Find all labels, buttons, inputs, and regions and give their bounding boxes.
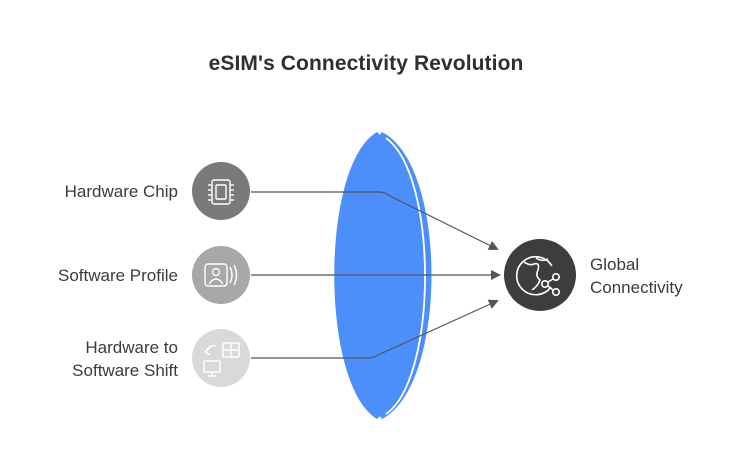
globe-network-icon — [515, 256, 560, 296]
arrow-hardware-chip — [251, 191, 499, 250]
label-line: Hardware Chip — [64, 182, 178, 201]
label-line: Hardware to — [85, 338, 178, 357]
diagram-title: eSIM's Connectivity Revolution — [208, 52, 524, 75]
label-line: Connectivity — [590, 278, 683, 297]
output-label-global-connectivity: Global Connectivity — [590, 253, 683, 299]
chip-icon — [208, 179, 234, 205]
connector-arrows — [251, 191, 501, 359]
input-node-software-profile — [192, 246, 250, 304]
transfer-devices-icon — [203, 342, 240, 377]
input-label-software-profile: Software Profile — [58, 264, 178, 287]
label-line: Software Profile — [58, 266, 178, 285]
profile-card-icon — [204, 263, 238, 287]
label-line: Global — [590, 255, 640, 274]
input-node-hardware-chip — [192, 162, 250, 220]
input-label-hardware-chip: Hardware Chip — [65, 180, 178, 203]
arrow-hardware-software-shift — [251, 299, 499, 359]
label-line: Software Shift — [72, 361, 178, 380]
output-node-global-connectivity — [504, 239, 576, 311]
lens-edge-highlight — [385, 137, 426, 415]
input-node-hardware-software-shift — [192, 329, 250, 387]
input-label-hardware-software-shift: Hardware to Software Shift — [72, 336, 178, 382]
